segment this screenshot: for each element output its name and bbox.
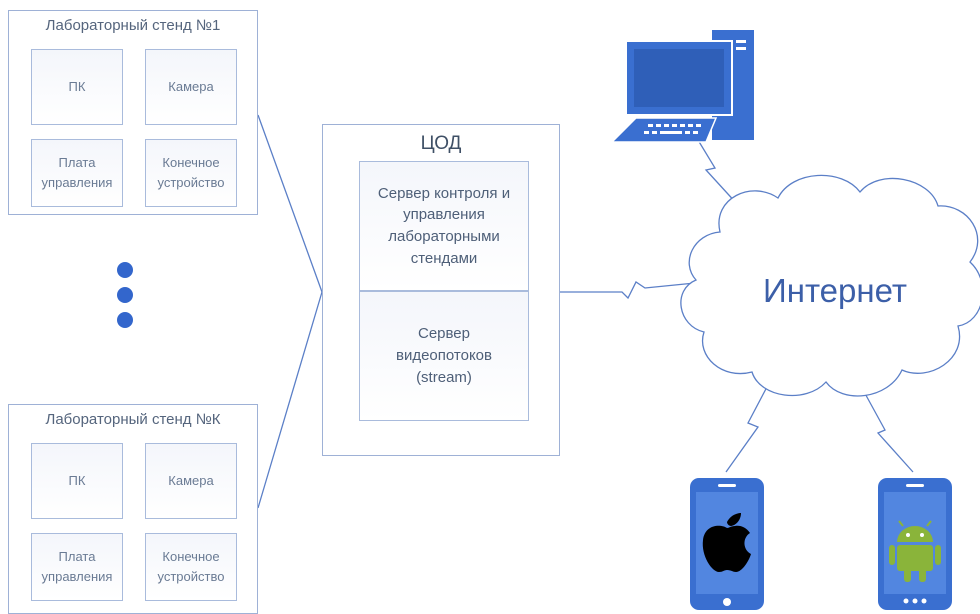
ellipsis-dot [117,312,133,328]
control-board-block: Плата управления [31,139,123,207]
pc-block: ПК [31,49,123,125]
camera-block: Камера [145,49,237,125]
link-dc-internet [560,281,696,300]
ellipsis-dots-icon [117,262,133,278]
data-center: ЦОД Сервер контроля и управления лаборат… [322,124,560,456]
internet-cloud-icon [680,174,980,397]
stand-title: Лабораторный стенд №1 [45,17,221,34]
link-internet-apple [725,384,769,473]
pc-block: ПК [31,443,123,519]
end-device-block: Конечное устройство [145,139,237,207]
control-server-block: Сервер контроля и управления лабораторны… [359,161,529,291]
link-internet-android [861,387,914,473]
link-standk-dc [257,291,323,509]
android-phone-icon [878,478,952,610]
end-device-block: Конечное устройство [145,533,237,601]
dc-title: ЦОД [420,133,462,154]
desktop-computer-icon [610,30,754,143]
control-board-block: Плата управления [31,533,123,601]
link-stand1-dc [257,114,323,293]
lab-stand-k: Лабораторный стенд №К ПК Камера Плата уп… [8,404,258,614]
stand-title: Лабораторный стенд №К [45,411,221,428]
camera-block: Камера [145,443,237,519]
link-computer-internet [697,139,739,206]
iphone-apple-icon [690,478,764,610]
video-stream-server-block: Сервер видеопотоков (stream) [359,291,529,421]
internet-label: Интернет [763,272,907,309]
ellipsis-dot [117,287,133,303]
lab-stand-1: Лабораторный стенд №1 ПК Камера Плата уп… [8,10,258,215]
